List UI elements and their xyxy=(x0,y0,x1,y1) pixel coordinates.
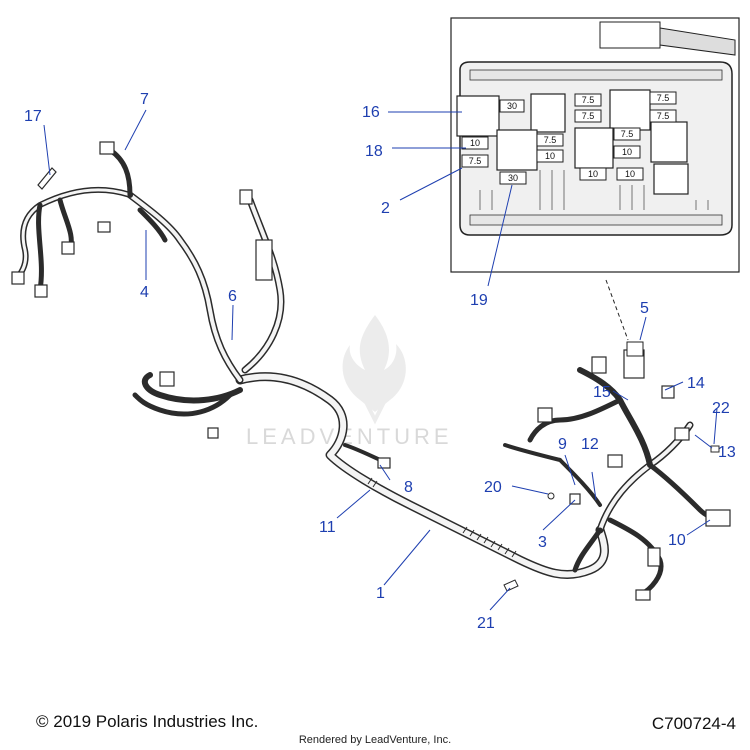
rendered-by-text: Rendered by LeadVenture, Inc. xyxy=(298,734,452,746)
callout-6: 6 xyxy=(228,288,237,305)
diagram-part-number: C700724-4 xyxy=(651,714,736,733)
callout-11: 11 xyxy=(319,519,336,536)
fuse-label: 10 xyxy=(588,169,598,179)
fuse-label: 10 xyxy=(470,138,480,148)
callout-15: 15 xyxy=(593,384,611,401)
callout-2: 2 xyxy=(381,200,390,217)
callout-14: 14 xyxy=(687,375,705,392)
callout-5: 5 xyxy=(640,300,649,317)
fuse-group xyxy=(461,91,677,185)
callout-22: 22 xyxy=(712,400,730,417)
fuse-label: 7.5 xyxy=(469,156,482,166)
fuse-label: 30 xyxy=(507,101,517,111)
fuse-label: 7.5 xyxy=(657,111,670,121)
callout-13: 13 xyxy=(718,444,736,461)
fuse-label: 30 xyxy=(508,173,518,183)
copyright-text: © 2019 Polaris Industries Inc. xyxy=(36,712,259,731)
fuse-label: 7.5 xyxy=(582,111,595,121)
fuse-label: 10 xyxy=(545,151,555,161)
callout-21: 21 xyxy=(477,615,495,632)
fuse-label: 10 xyxy=(625,169,635,179)
leader-lines xyxy=(43,109,718,611)
fuse-label: 7.5 xyxy=(544,135,557,145)
callout-7: 7 xyxy=(140,91,149,108)
callout-1: 1 xyxy=(376,585,385,602)
callout-10: 10 xyxy=(668,532,686,549)
callout-19: 19 xyxy=(470,292,488,309)
watermark-flame-icon xyxy=(342,315,406,425)
callout-9: 9 xyxy=(558,436,567,453)
fuse-label: 7.5 xyxy=(657,93,670,103)
callout-4: 4 xyxy=(140,284,149,301)
callout-16: 16 xyxy=(362,104,380,121)
callout-17: 17 xyxy=(24,108,42,125)
callout-18: 18 xyxy=(365,143,383,160)
callout-12: 12 xyxy=(581,436,599,453)
callout-20: 20 xyxy=(484,479,502,496)
fuse-label: 7.5 xyxy=(621,129,634,139)
callout-3: 3 xyxy=(538,534,547,551)
fuse-label: 7.5 xyxy=(582,95,595,105)
callout-8: 8 xyxy=(404,479,413,496)
fuse-label: 10 xyxy=(622,147,632,157)
connectors xyxy=(11,141,731,601)
callout-labels: 1 2 3 4 5 6 7 8 9 10 11 12 13 14 15 16 1… xyxy=(24,91,736,632)
fuse-box-inset: 30 7.5 7.5 7.5 7.5 7.5 10 7.5 10 7.5 10 … xyxy=(450,17,740,357)
